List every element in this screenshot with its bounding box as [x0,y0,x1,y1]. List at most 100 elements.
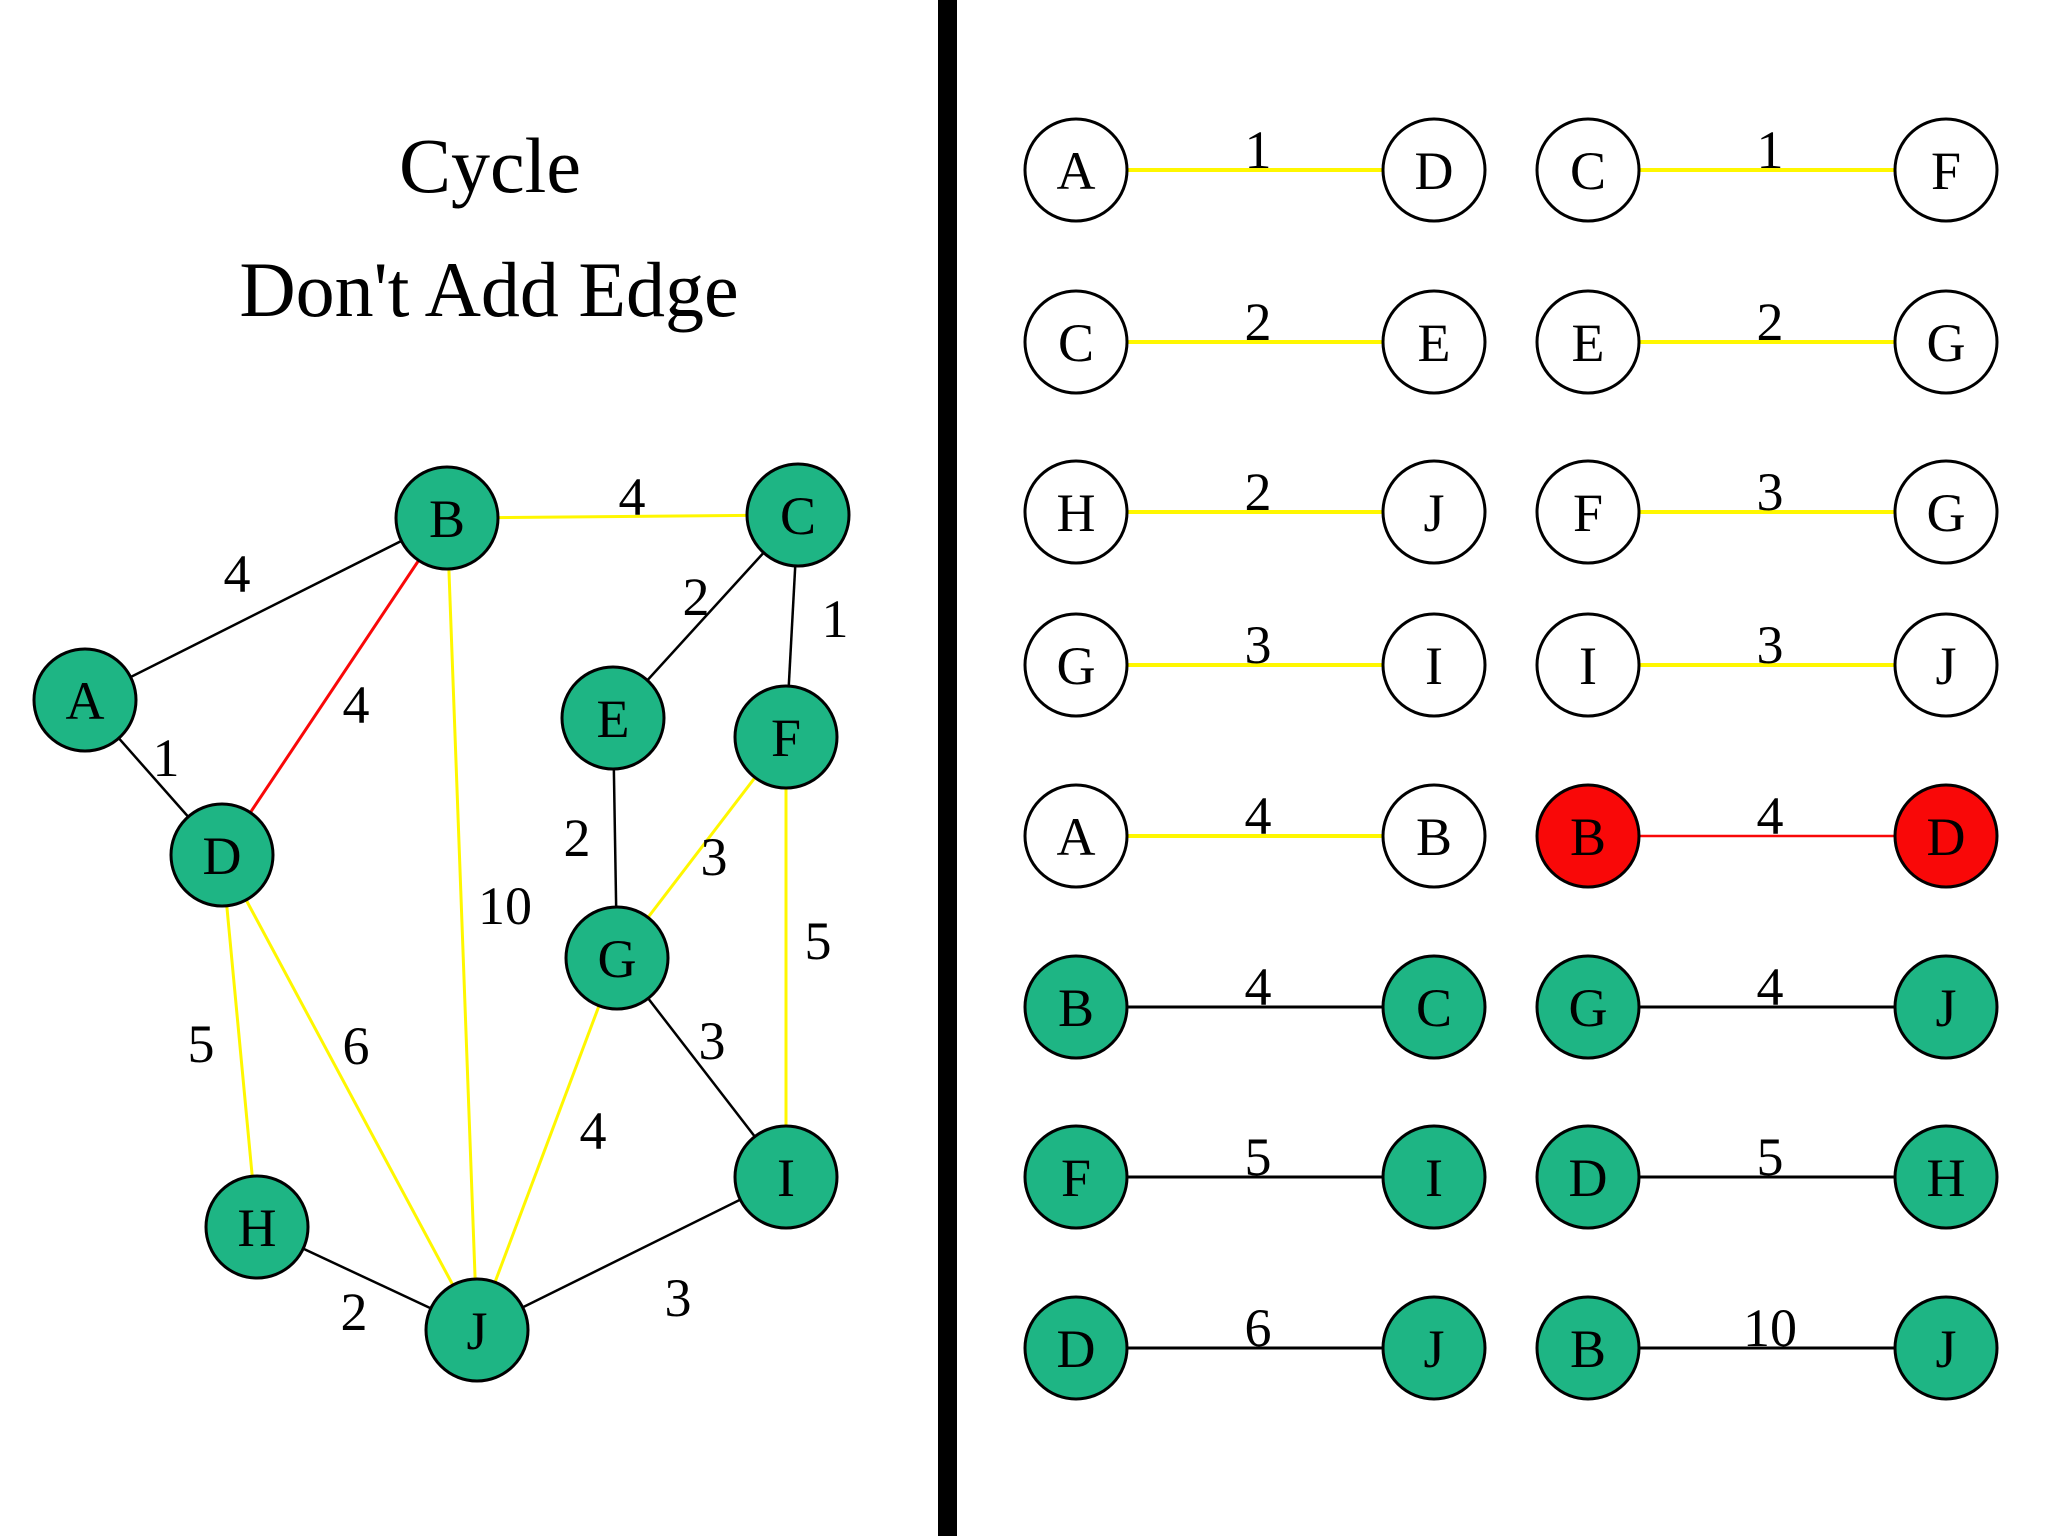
edge-list-node-B [1535,783,1641,889]
graph-node-H [204,1174,310,1280]
edge-list-weight-label: 5 [1245,1127,1272,1187]
edge-list-node-label-A: A [1057,141,1096,201]
edge-list-weight-label: 4 [1245,957,1272,1017]
edge-list-item-D5H: D H 5 [1535,1124,1999,1230]
graph-node-label-J: J [466,1301,487,1361]
edge-list-node-D [1893,783,1999,889]
graph-node-A [32,647,138,753]
graph-node-F [733,684,839,790]
edge-list-node-label-I: I [1579,636,1597,696]
graph-node-label-G: G [598,929,637,989]
edge-list-node-label-G: G [1927,483,1966,543]
edge-list-weight-label: 5 [1757,1127,1784,1187]
edge-list-weight-label: 1 [1757,120,1784,180]
edge-list-node-label-B: B [1058,978,1094,1038]
edge-list-node-label-I: I [1425,636,1443,696]
graph-edge-DJ [220,854,479,1331]
edge-list-node-label-B: B [1416,807,1452,867]
edge-list-node-label-D: D [1569,1148,1608,1208]
slide-title-line-1: Cycle [399,122,581,209]
graph-edge-weight-DJ: 6 [343,1016,370,1076]
edge-list-node-B [1381,783,1487,889]
edge-list-node-label-H: H [1927,1148,1966,1208]
edge-list-node-label-J: J [1935,1319,1956,1379]
edge-list-node-C [1381,954,1487,1060]
slide-title-line-2: Don't Add Edge [239,246,738,333]
edge-list-node-G [1893,459,1999,565]
edge-list-node-H [1023,459,1129,565]
edge-list-node-label-A: A [1057,807,1096,867]
graph-node-G [564,905,670,1011]
graph-node-D [169,802,275,908]
graph-edge-weight-BC: 4 [619,467,646,527]
edge-list-node-I [1381,1124,1487,1230]
edge-list-node-D [1381,117,1487,223]
graph-node-I [733,1124,839,1230]
edge-list-node-label-F: F [1931,141,1961,201]
graph-edge-BC [446,513,799,520]
edge-list-node-label-J: J [1423,1319,1444,1379]
edge-list-node-F [1023,1124,1129,1230]
graph-edge-weight-BD: 4 [343,675,370,735]
edge-list-node-J [1893,954,1999,1060]
edge-list-weight-label: 2 [1245,462,1272,522]
graph-node-label-F: F [771,708,801,768]
edge-list-node-label-D: D [1927,807,1966,867]
graph-edge-weight-FG: 3 [701,827,728,887]
edge-list-weight-label: 4 [1757,786,1784,846]
graph-edge-weight-BJ: 10 [478,876,532,936]
edge-list-node-E [1535,289,1641,395]
edge-list-weight-label: 4 [1757,957,1784,1017]
graph-edge-weight-DH: 5 [188,1014,215,1074]
edge-list-node-label-E: E [1572,313,1605,373]
edge-list-node-J [1381,459,1487,565]
edge-list-node-H [1893,1124,1999,1230]
graph-edge-DH [220,854,259,1228]
graph-node-label-H: H [238,1198,277,1258]
edge-list-weight-label: 1 [1245,120,1272,180]
edge-list-node-label-B: B [1570,1319,1606,1379]
edge-list-node-B [1535,1295,1641,1401]
edge-list-node-label-J: J [1935,978,1956,1038]
edge-list-node-A [1023,117,1129,223]
edge-list-item-B4D: B D 4 [1535,783,1999,889]
edge-list-node-G [1023,612,1129,718]
graph-edge-BD [220,517,449,856]
edge-list-item-G3I: G I 3 [1023,612,1487,718]
edge-list-node-label-J: J [1423,483,1444,543]
edge-list-node-B [1023,954,1129,1060]
edge-list-node-label-B: B [1570,807,1606,867]
edge-list-node-G [1893,289,1999,395]
edge-list-node-C [1023,289,1129,395]
graph-node-E [560,665,666,771]
edge-list-node-label-I: I [1425,1148,1443,1208]
graph-node-label-A: A [66,671,105,731]
graph-edge-weight-HJ: 2 [341,1282,368,1342]
edge-list-node-J [1893,612,1999,718]
edge-list-node-label-D: D [1057,1319,1096,1379]
graph-node-J [424,1277,530,1383]
graph-edge-weight-IJ: 3 [665,1268,692,1328]
graph-node-label-B: B [429,489,465,549]
edge-list-weight-label: 3 [1245,615,1272,675]
panel-divider [938,0,957,1536]
edge-list-node-C [1535,117,1641,223]
edge-list-weight-label: 6 [1245,1298,1272,1358]
edge-list-weight-label: 3 [1757,615,1784,675]
graph-edge-weight-GJ: 4 [580,1101,607,1161]
graph-node-C [745,462,851,568]
edge-list-node-label-G: G [1057,636,1096,696]
edge-list-node-F [1535,459,1641,565]
